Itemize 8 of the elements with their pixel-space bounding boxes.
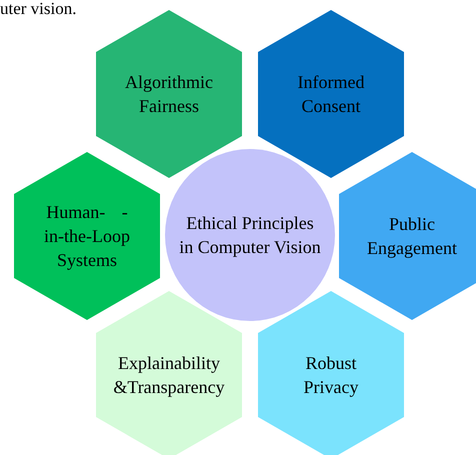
center-title: Ethical Principles in Computer Vision: [179, 212, 321, 259]
principle-label: Public Engagement: [366, 213, 458, 260]
principle-label: Explainability &Transparency: [112, 352, 226, 399]
caption-fragment: uter vision.: [0, 0, 76, 17]
principle-label: Robust Privacy: [302, 352, 360, 399]
principle-label: Informed Consent: [296, 71, 366, 118]
principle-label: Algorithmic Fairness: [124, 71, 214, 118]
principle-label: Human- -in-the-Loop Systems: [43, 201, 131, 272]
